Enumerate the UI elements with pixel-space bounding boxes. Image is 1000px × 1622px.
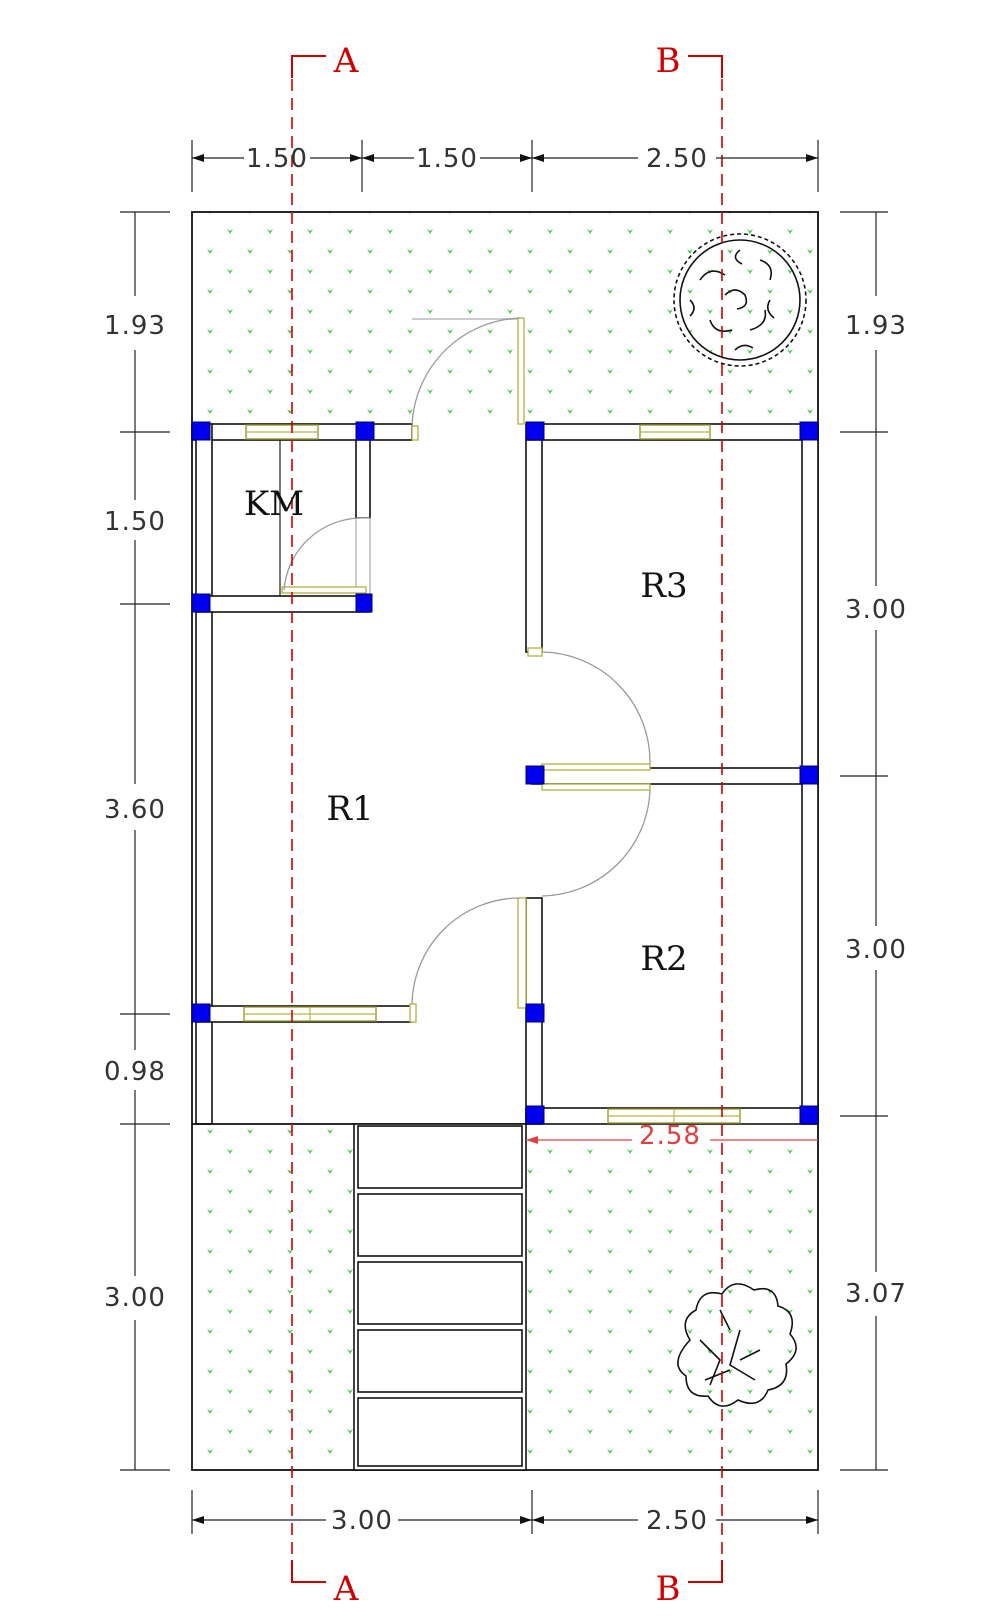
dimension-left: 1.93 1.50 3.60 0.98 3.00 xyxy=(104,211,170,1471)
section-mark-a-top: A xyxy=(333,41,359,81)
tree-top-icon xyxy=(673,233,807,367)
stairs xyxy=(353,1123,527,1471)
doors xyxy=(281,317,651,1023)
dimension-inner-r2: 2.58 xyxy=(526,1121,818,1151)
dimension-bottom: 3.00 2.50 xyxy=(191,1490,819,1536)
columns xyxy=(191,421,819,1125)
room-label-r2: R2 xyxy=(640,939,687,979)
dim-inner-r2: 2.58 xyxy=(639,1121,701,1151)
section-mark-a-bottom: A xyxy=(333,1569,359,1609)
dim-right-2: 3.00 xyxy=(845,595,907,625)
section-mark-b-bottom: B xyxy=(656,1569,681,1609)
grass-hatch-icon xyxy=(192,1124,354,1470)
dim-right-1: 1.93 xyxy=(845,311,907,341)
shrub-icon xyxy=(677,1283,797,1407)
section-mark-b-top: B xyxy=(656,41,681,81)
section-line-a: A A xyxy=(291,41,359,1609)
garden-back xyxy=(192,1124,818,1470)
windows xyxy=(243,424,741,1124)
dim-left-3: 3.60 xyxy=(104,795,166,825)
dimension-top: 1.50 1.50 2.50 xyxy=(191,140,819,192)
dimension-right: 1.93 3.00 3.00 3.07 xyxy=(840,211,907,1471)
dim-right-4: 3.07 xyxy=(845,1279,907,1309)
room-label-r3: R3 xyxy=(640,566,687,606)
dim-left-4: 0.98 xyxy=(104,1057,166,1087)
room-label-r1: R1 xyxy=(326,789,373,829)
dim-top-2: 1.50 xyxy=(416,144,478,174)
dim-left-5: 3.00 xyxy=(104,1283,166,1313)
room-label-km: KM xyxy=(244,484,304,524)
dim-left-1: 1.93 xyxy=(104,311,166,341)
dim-bottom-1: 3.00 xyxy=(331,1506,393,1536)
section-line-b: B B xyxy=(656,41,723,1609)
dim-bottom-2: 2.50 xyxy=(646,1506,708,1536)
dim-left-2: 1.50 xyxy=(104,507,166,537)
grass-hatch-icon xyxy=(526,1140,818,1470)
dim-right-3: 3.00 xyxy=(845,935,907,965)
dim-top-1: 1.50 xyxy=(246,144,308,174)
dim-top-3: 2.50 xyxy=(646,144,708,174)
